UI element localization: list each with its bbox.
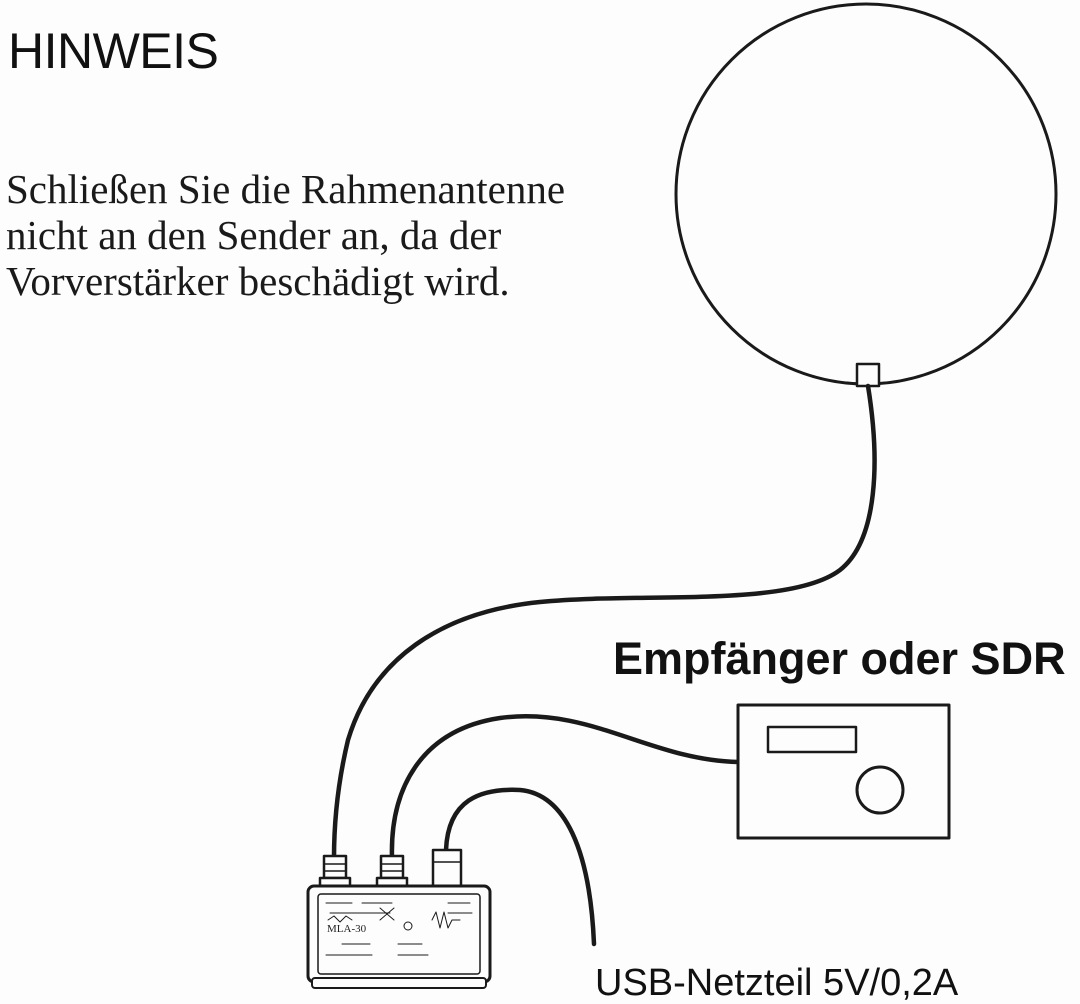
preamplifier-box xyxy=(306,884,492,989)
antenna-feed-box xyxy=(855,362,881,388)
notice-line-1: Schließen Sie die Rahmenantenne xyxy=(6,166,566,212)
preamplifier-model-label: MLA-30 xyxy=(327,923,367,935)
notice-text: Schließen Sie die Rahmenantenne nicht an… xyxy=(6,166,686,304)
receiver-connector xyxy=(375,854,409,888)
notice-line-2: nicht an den Sender an, da der xyxy=(6,212,502,258)
usb-power-label: USB-Netzteil 5V/0,2A xyxy=(595,962,959,1004)
receiver-cable xyxy=(389,714,741,861)
receiver-display xyxy=(766,725,858,754)
preamplifier-label-markings xyxy=(325,902,473,956)
receiver-label: Empfänger oder SDR xyxy=(613,633,1066,684)
antenna-cable xyxy=(331,383,877,861)
receiver-knob xyxy=(855,765,905,815)
power-cable xyxy=(443,787,597,947)
notice-line-3: Vorverstärker beschädigt wird. xyxy=(6,258,510,304)
power-connector xyxy=(431,848,463,888)
loop-antenna xyxy=(674,2,1058,386)
notice-heading: HINWEIS xyxy=(8,23,219,79)
receiver-device xyxy=(736,703,951,840)
antenna-connector xyxy=(318,854,352,888)
